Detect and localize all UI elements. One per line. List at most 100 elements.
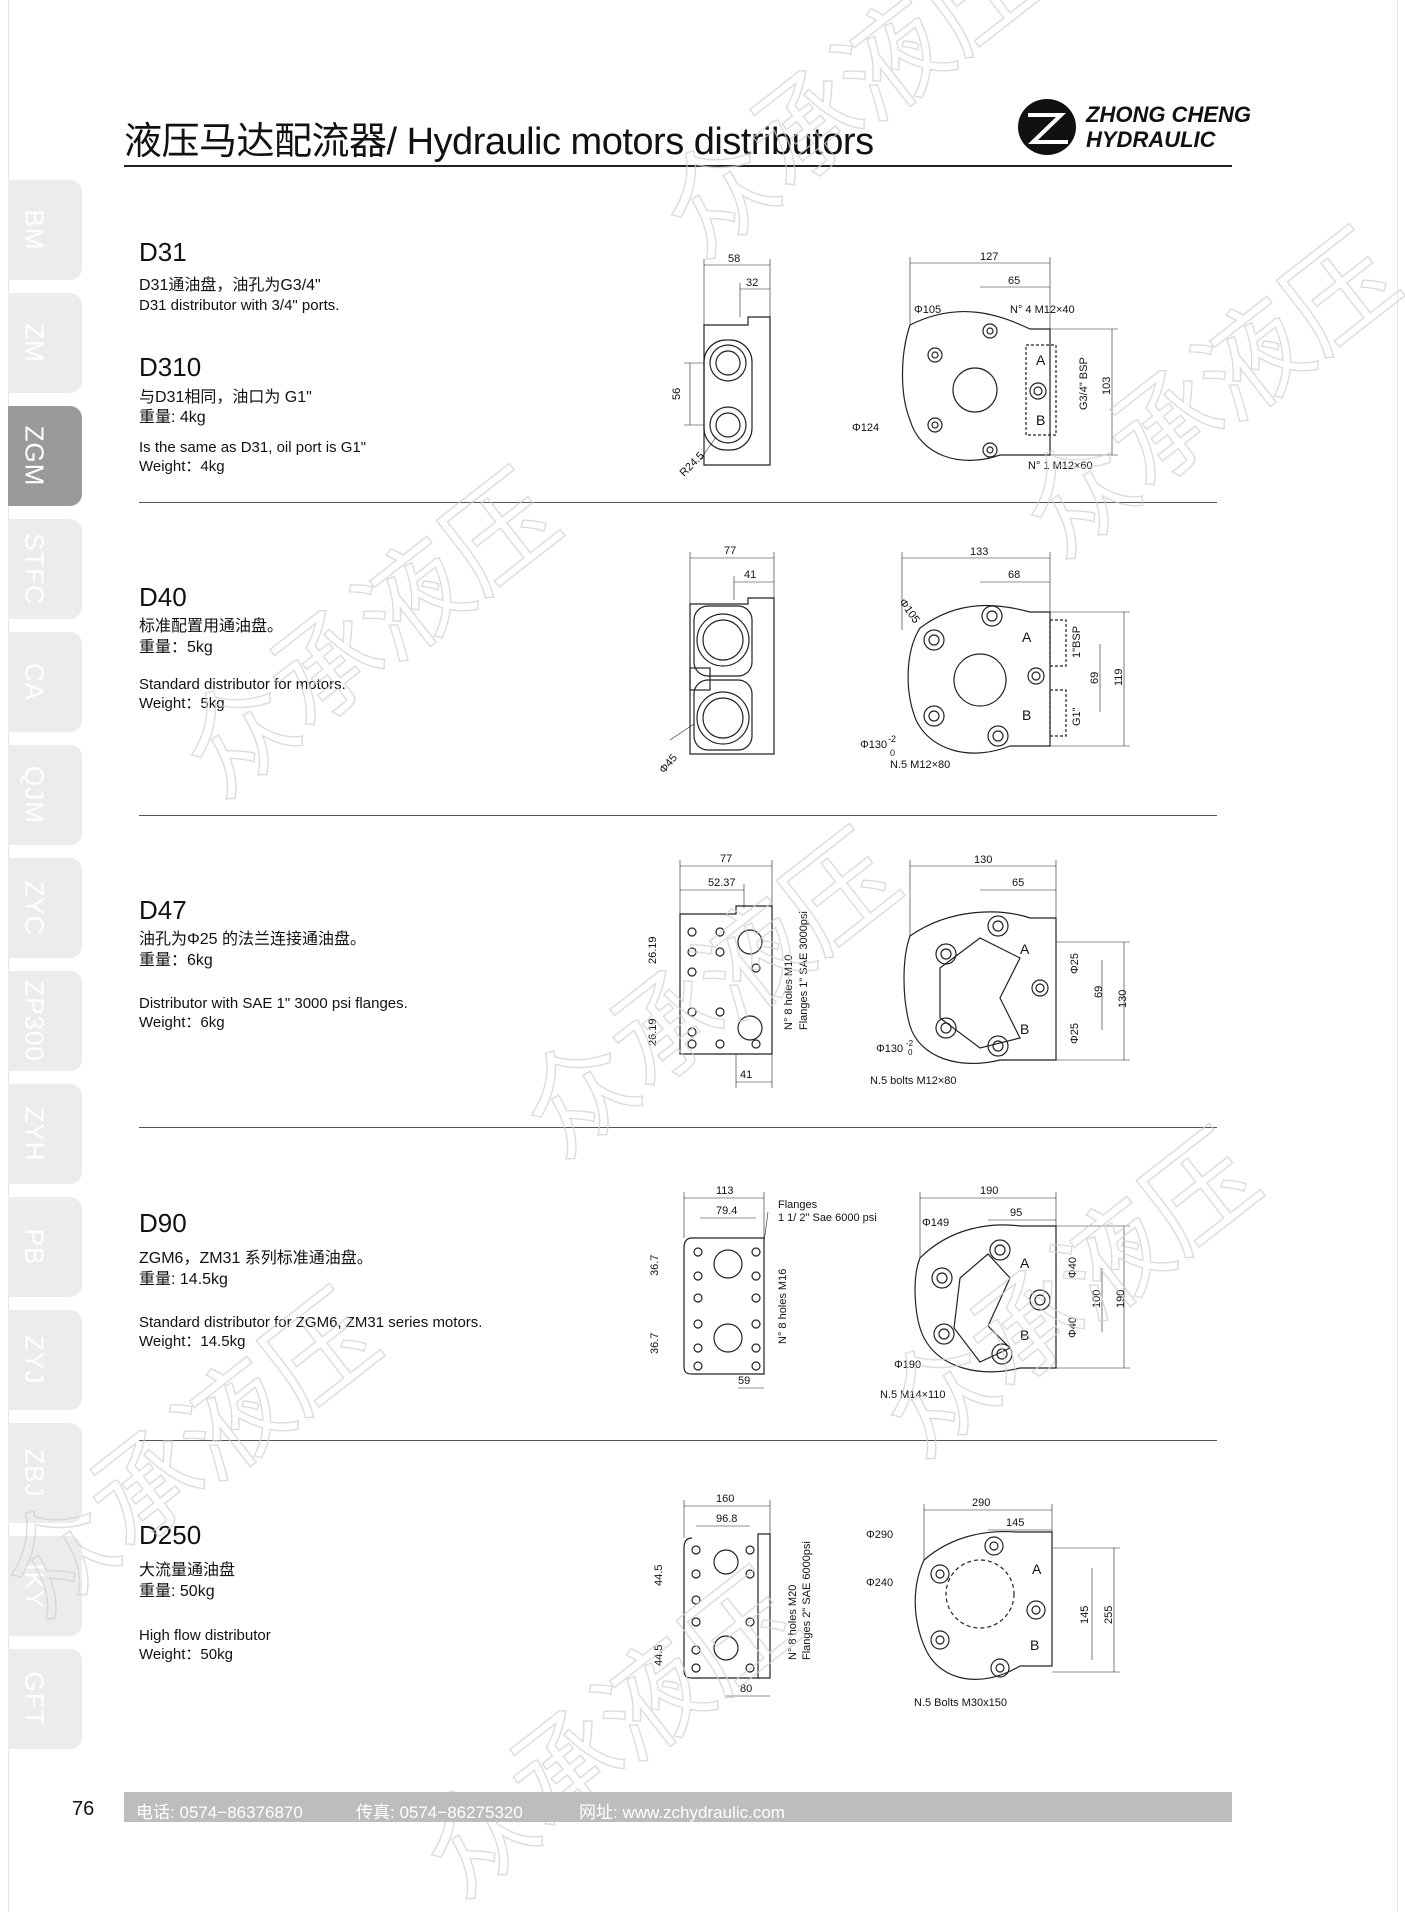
tab-label: STFC	[19, 533, 50, 605]
logo-line-2: HYDRAULIC	[1086, 127, 1216, 152]
weight-cn: 重量: 4kg	[139, 409, 206, 426]
dim-label: 0	[908, 1048, 913, 1057]
dim-label: 36.7	[649, 1255, 661, 1276]
logo-z-icon	[1018, 99, 1076, 155]
footer-phone: 电话: 0574−86376870	[136, 1803, 303, 1822]
description-en: D31 distributor with 3/4" ports.	[139, 297, 340, 314]
dim-label: Φ190	[894, 1359, 921, 1371]
section-title: D31	[139, 237, 187, 267]
dim-label: N.5 M14×110	[880, 1389, 946, 1401]
description-cn: 大流量通油盘	[139, 1562, 236, 1579]
description-en: Distributor with SAE 1" 3000 psi flanges…	[139, 995, 408, 1012]
tab-zgm[interactable]: ZGM	[8, 406, 82, 506]
tab-zyh[interactable]: ZYH	[8, 1084, 82, 1184]
dim-label: -2	[888, 734, 896, 744]
dim-label: Φ149	[922, 1217, 949, 1229]
dim-label: 79.4	[716, 1205, 737, 1217]
header-rule	[124, 165, 1232, 167]
tab-gft[interactable]: GFT	[8, 1649, 82, 1749]
dim-label: 26.19	[647, 1018, 659, 1046]
dim-label: 96.8	[716, 1513, 737, 1525]
tab-label: ZYJ	[19, 1335, 50, 1385]
dim-label: 160	[716, 1493, 734, 1505]
port-label-a: A	[1032, 1561, 1042, 1577]
dim-label: 56	[671, 388, 683, 400]
dim-label: 1"BSP	[1071, 626, 1083, 658]
tab-iky[interactable]: IKY	[8, 1536, 82, 1636]
d90-side-view-drawing: 113 79.4 36.7 36.7 59 Flanges 1 1/ 2" Sa…	[649, 1185, 877, 1389]
d47-side-view-drawing: 77 52.37 26.19 26.19 41 N° 8 holes M10 F…	[647, 853, 810, 1088]
tab-stfc[interactable]: STFC	[8, 519, 82, 619]
dim-label: 32	[746, 277, 758, 289]
dim-label: 133	[970, 546, 988, 558]
dim-label: 0	[890, 748, 895, 758]
d40-front-view-drawing: 133 68 Φ105 1"BSP G1" 69 119 Φ130 -2 0 N…	[860, 546, 1130, 771]
port-label-a: A	[1036, 352, 1046, 368]
tab-ca[interactable]: CA	[8, 632, 82, 732]
dim-label: Φ130	[860, 739, 887, 751]
footer-website[interactable]: 网址: www.zchydraulic.com	[579, 1803, 785, 1822]
section-divider	[139, 1440, 1217, 1441]
dim-label: Flanges 1" SAE 3000psi	[798, 911, 810, 1030]
tab-zm[interactable]: ZM	[8, 293, 82, 393]
tab-label: ZM	[19, 323, 50, 363]
dim-label: N.5 M12×80	[890, 759, 950, 771]
tab-zyj[interactable]: ZYJ	[8, 1310, 82, 1410]
dim-label: Φ25	[1069, 953, 1081, 974]
dim-label: Φ45	[657, 752, 680, 776]
tab-qjm[interactable]: QJM	[8, 745, 82, 845]
weight-en: Weight：14.5kg	[139, 1333, 246, 1350]
d250-front-view-drawing: 290 145 Φ290 Φ240 145 255 N.5 Bolts M30x…	[866, 1497, 1120, 1709]
dim-label: Φ105	[914, 304, 941, 316]
dim-label: 145	[1006, 1517, 1024, 1529]
dim-label: 290	[972, 1497, 990, 1509]
description-en: High flow distributor	[139, 1627, 271, 1644]
dim-label: Flanges 2" SAE 6000psi	[801, 1541, 813, 1660]
port-label-a: A	[1020, 1255, 1030, 1271]
section-title: D47	[139, 895, 187, 925]
dim-label: 113	[716, 1185, 734, 1197]
port-label-b: B	[1022, 707, 1031, 723]
description-cn: 标准配置用通油盘。	[139, 618, 284, 635]
port-label-b: B	[1036, 412, 1045, 428]
weight-en: Weight：4kg	[139, 458, 225, 475]
company-logo: ZHONG CHENG HYDRAULIC	[1016, 96, 1251, 158]
dim-label: 103	[1101, 377, 1113, 395]
tab-bm[interactable]: BM	[8, 180, 82, 280]
description-cn: 油孔为Φ25 的法兰连接通油盘。	[139, 931, 367, 948]
footer-fax: 传真: 0574−86275320	[356, 1803, 523, 1822]
tab-label: PB	[19, 1228, 50, 1266]
d90-front-view-drawing: 190 95 Φ149 Φ40 Φ40 100 190 Φ190 N.5 M14…	[880, 1185, 1130, 1401]
port-label-a: A	[1020, 941, 1030, 957]
dim-label: N° 8 holes M20	[787, 1585, 799, 1660]
dim-label: 119	[1113, 668, 1125, 686]
dim-label: G3/4" BSP	[1078, 357, 1090, 410]
dim-label: Φ290	[866, 1529, 893, 1541]
dim-label: 65	[1008, 275, 1020, 287]
dim-label: Φ130	[876, 1043, 903, 1055]
dim-label: 127	[980, 251, 998, 263]
description-cn: ZGM6，ZM31 系列标准通油盘。	[139, 1250, 373, 1267]
tab-label: ZP300	[19, 980, 50, 1062]
section-title: D40	[139, 582, 187, 612]
port-label-a: A	[1022, 629, 1032, 645]
tab-zyc[interactable]: ZYC	[8, 858, 82, 958]
dim-label: 145	[1079, 1606, 1091, 1624]
dim-label: Φ25	[1069, 1023, 1081, 1044]
port-label-b: B	[1020, 1021, 1029, 1037]
tab-label: CA	[19, 662, 50, 702]
page-number: 76	[72, 1798, 95, 1820]
weight-cn: 重量：6kg	[139, 952, 213, 969]
tab-label: QJM	[19, 766, 50, 824]
tab-zp300[interactable]: ZP300	[8, 971, 82, 1071]
d40-side-view-drawing: 77 41 Φ45	[657, 545, 775, 776]
dim-label: N° 8 holes M16	[777, 1269, 789, 1344]
dim-label: 100	[1091, 1290, 1103, 1308]
tab-zbj[interactable]: ZBJ	[8, 1423, 82, 1523]
dim-label: R24.5	[678, 450, 707, 479]
tab-label: ZYH	[19, 1106, 50, 1162]
tab-pb[interactable]: PB	[8, 1197, 82, 1297]
tab-label: ZGM	[19, 425, 50, 487]
tab-label: GFT	[19, 1671, 50, 1727]
dim-label: N.5 bolts M12×80	[870, 1075, 957, 1087]
